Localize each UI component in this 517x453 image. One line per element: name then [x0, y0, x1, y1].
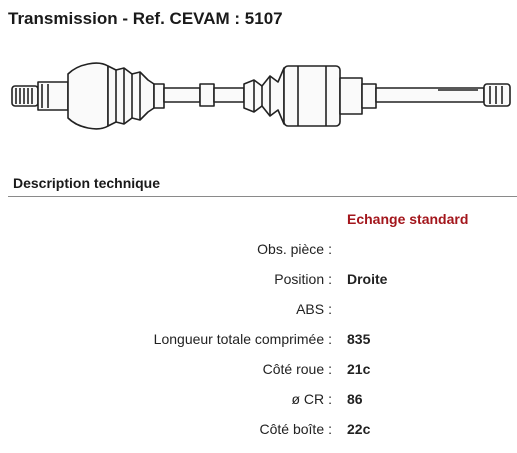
spec-value-wheel-side: 21c [347, 361, 371, 377]
spec-label-text: Obs. pièce [257, 241, 325, 257]
page-title: Transmission - Ref. CEVAM : 5107 [8, 9, 283, 28]
spec-label-text: ø CR [291, 391, 325, 407]
section-divider [8, 196, 517, 197]
spec-colon: : [328, 301, 332, 317]
spec-value-length: 835 [347, 331, 371, 347]
spec-colon: : [328, 361, 332, 377]
spec-value-cr-diameter: 86 [347, 391, 363, 407]
spec-value-exchange: Echange standard [347, 211, 469, 227]
spec-colon: : [328, 391, 332, 407]
spec-label-position: Position: [274, 271, 332, 287]
spec-row-abs: ABS: [0, 295, 517, 325]
spec-row-cr-diameter: ø CR: 86 [0, 385, 517, 415]
spec-list: Echange standard Obs. pièce: Position: D… [0, 205, 517, 445]
spec-colon: : [328, 421, 332, 437]
spec-value-gearbox-side: 22c [347, 421, 371, 437]
spec-label-abs: ABS: [296, 301, 332, 317]
spec-value-position: Droite [347, 271, 388, 287]
spec-row-length: Longueur totale comprimée: 835 [0, 325, 517, 355]
spec-row-obs-piece: Obs. pièce: [0, 235, 517, 265]
spec-label-cr-diameter: ø CR: [291, 391, 332, 407]
spec-row-exchange: Echange standard [0, 205, 517, 235]
spec-label-gearbox-side: Côté boîte: [260, 421, 333, 437]
spec-label-text: Côté roue [262, 361, 325, 377]
spec-label-length: Longueur totale comprimée: [154, 331, 332, 347]
spec-label-text: Côté boîte [259, 421, 325, 437]
section-title: Description technique [13, 175, 161, 191]
spec-row-wheel-side: Côté roue: 21c [0, 355, 517, 385]
spec-colon: : [328, 241, 332, 257]
spec-row-gearbox-side: Côté boîte: 22c [0, 415, 517, 445]
spec-label-text: Position [274, 271, 325, 287]
spec-label-wheel-side: Côté roue: [263, 361, 332, 377]
spec-row-position: Position: Droite [0, 265, 517, 295]
spec-label-obs-piece: Obs. pièce: [257, 241, 332, 257]
spec-label-text: Longueur totale comprimée [153, 331, 325, 347]
spec-label-text: ABS [296, 301, 325, 317]
drive-shaft-icon [11, 62, 511, 130]
spec-colon: : [328, 271, 332, 287]
spec-colon: : [328, 331, 332, 347]
